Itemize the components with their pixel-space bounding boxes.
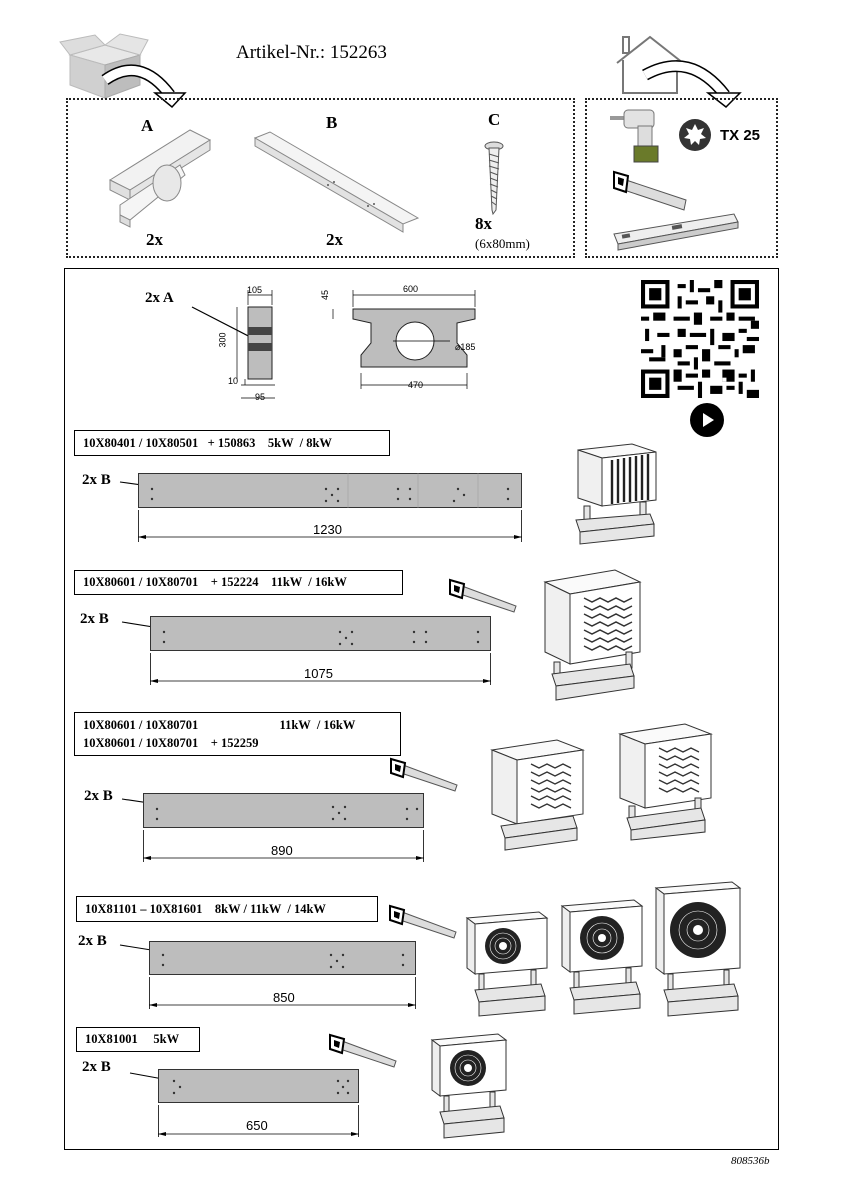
config-4-beam-label: 2x B: [78, 933, 107, 949]
part-a-side-view: [236, 290, 275, 399]
arrow-into-box: [101, 64, 187, 109]
config-3-beam: [143, 793, 424, 828]
config-1-models: 10X80401 / 10X80501 + 150863 5kW / 8kW: [74, 430, 390, 456]
dim-45: 45: [320, 289, 331, 301]
config-1-length: 1230: [313, 522, 342, 537]
config-4-heat-pump-c: [654, 881, 742, 1017]
config-4-heat-pump-a: [465, 911, 549, 1017]
dim-95: 95: [255, 392, 266, 402]
article-number: Artikel-Nr.: 152263: [236, 42, 387, 63]
config-3-heat-pump-b: [618, 723, 713, 841]
parts-box: [66, 98, 575, 258]
config-4-heat-pump-b: [560, 899, 644, 1015]
part-a-qty: 2x: [146, 230, 163, 249]
config-5-beam-label: 2x B: [82, 1059, 111, 1075]
config-3-heat-pump-a: [490, 739, 585, 851]
dim-300: 300: [217, 332, 228, 348]
config-4-beam-holes: [161, 953, 405, 969]
config-2-beam-label: 2x B: [80, 611, 109, 627]
config-4-dim-line: [149, 977, 416, 1009]
saw-icon: [613, 170, 687, 211]
config-3-length: 890: [271, 843, 293, 858]
config-3-dim-line: [143, 830, 424, 862]
config-5-beam-holes: [172, 1079, 350, 1095]
config-3-models: 10X80601 / 10X80701 11kW / 16kW 10X80601…: [74, 712, 401, 756]
config-2-beam: [150, 616, 491, 651]
config-1-beam-label: 2x B: [82, 472, 111, 488]
config-4-models: 10X81101 – 10X81601 8kW / 11kW / 14kW: [76, 896, 378, 922]
config-5-heat-pump: [430, 1033, 508, 1139]
dim-10: 10: [228, 376, 239, 386]
dim-diameter-185: ⌀185: [455, 342, 476, 352]
part-a-label: 2x A: [145, 290, 174, 306]
dim-105: 105: [247, 285, 263, 295]
tools-box: [585, 98, 778, 258]
level-icon: [613, 213, 739, 251]
dim-600: 600: [403, 284, 419, 294]
dim-470: 470: [408, 380, 424, 390]
config-1-dim-line: [138, 510, 522, 542]
config-2-heat-pump: [543, 569, 642, 701]
torx-size: TX 25: [720, 127, 761, 144]
part-a-letter: A: [141, 116, 154, 135]
config-3-beam-holes: [155, 805, 419, 821]
config-2-dim-line: [150, 653, 491, 685]
torx-icon: [679, 119, 711, 151]
config-2-saw-icon: [449, 578, 517, 613]
part-b-qty: 2x: [326, 230, 343, 249]
config-3-beam-label: 2x B: [84, 788, 113, 804]
part-a-block: [108, 129, 212, 228]
config-5-length: 650: [246, 1118, 268, 1133]
part-b-beam: [253, 131, 420, 233]
part-b-letter: B: [326, 113, 338, 132]
qr-code-icon[interactable]: [641, 280, 759, 398]
config-4-saw-icon: [389, 904, 457, 939]
arrow-into-house: [642, 60, 742, 108]
screw-icon: [484, 141, 504, 216]
part-c-spec: (6x80mm): [475, 236, 530, 251]
config-4-beam: [149, 941, 416, 975]
document-code: 808536b: [731, 1155, 770, 1167]
config-5-beam: [158, 1069, 359, 1103]
main-frame: [64, 268, 779, 1150]
part-c-letter: C: [488, 110, 501, 129]
config-5-models: 10X81001 5kW: [76, 1027, 200, 1052]
config-2-length: 1075: [304, 666, 333, 681]
config-5-saw-icon: [329, 1033, 397, 1068]
part-a-front-view: [332, 290, 476, 389]
config-1-heat-pump: [575, 443, 657, 545]
config-2-beam-holes: [162, 630, 480, 646]
part-c-qty: 8x: [475, 214, 492, 233]
config-1-beam: [138, 473, 522, 508]
config-2-models: 10X80601 / 10X80701 + 152224 11kW / 16kW: [74, 570, 403, 595]
config-5-dim-line: [158, 1105, 359, 1137]
config-1-beam-holes: [150, 473, 510, 508]
config-3-saw-icon: [390, 757, 458, 792]
play-icon[interactable]: [690, 403, 724, 437]
drill-icon: [610, 109, 659, 163]
house-icon: [616, 35, 684, 94]
config-4-length: 850: [273, 990, 295, 1005]
